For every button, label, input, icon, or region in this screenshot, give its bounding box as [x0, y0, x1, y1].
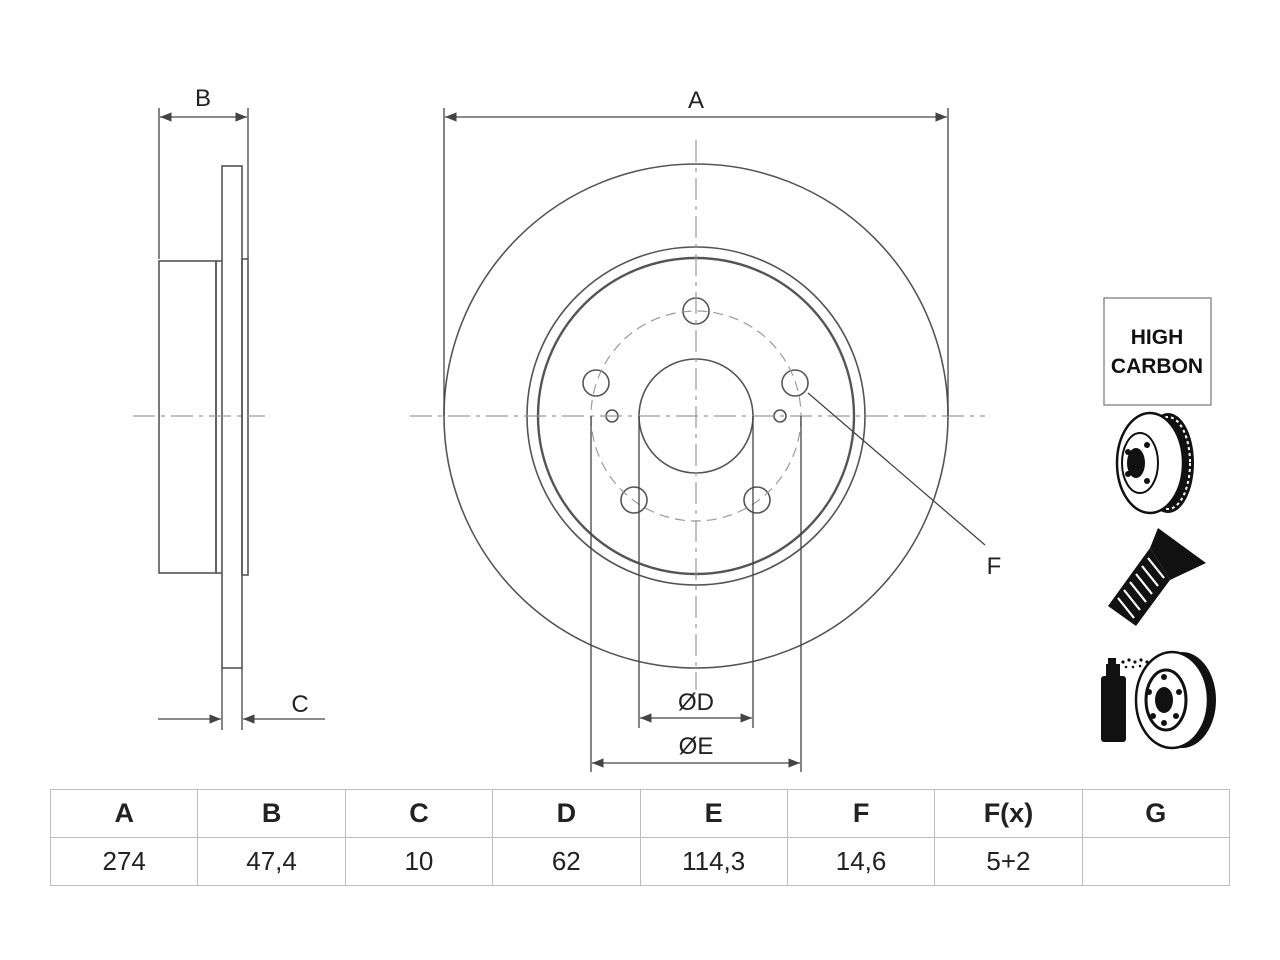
value-b: 47,4 — [197, 837, 346, 886]
header-a: A — [49, 789, 199, 838]
value-c: 10 — [344, 837, 494, 886]
disc-side-view — [133, 165, 265, 669]
coated-disc-spray-icon — [1101, 650, 1216, 750]
header-b: B — [197, 789, 346, 838]
spec-header-row: A B C D E F F(x) G — [49, 789, 1231, 838]
value-a: 274 — [49, 837, 199, 886]
high-carbon-badge: HIGH CARBON — [1103, 297, 1212, 406]
value-g — [1081, 837, 1231, 886]
vented-disc-icon — [1115, 411, 1194, 515]
dimension-c-label: C — [291, 691, 308, 718]
header-e: E — [639, 789, 788, 838]
header-c: C — [344, 789, 494, 838]
specification-table: A B C D E F F(x) G 274 47,4 10 62 114,3 … — [49, 789, 1231, 886]
dimension-b-label: B — [195, 85, 211, 112]
dimension-c — [158, 668, 325, 730]
spec-value-row: 274 47,4 10 62 114,3 14,6 5+2 — [49, 837, 1231, 886]
value-e: 114,3 — [639, 837, 788, 886]
header-g: G — [1081, 789, 1231, 838]
value-f: 14,6 — [786, 837, 936, 886]
screw-icon — [1108, 528, 1206, 626]
dimension-e — [590, 416, 802, 772]
high-carbon-line1: HIGH — [1131, 326, 1184, 349]
value-d: 62 — [492, 837, 641, 886]
dimension-f-leader — [807, 392, 986, 546]
dimension-f-label: F — [987, 553, 1002, 580]
header-f: F — [786, 789, 936, 838]
value-fx: 5+2 — [934, 837, 1083, 886]
dimension-b — [158, 108, 249, 259]
front-view-centerlines — [410, 140, 985, 690]
dimension-a — [443, 108, 949, 416]
dimension-a-label: A — [688, 87, 704, 114]
high-carbon-line2: CARBON — [1111, 355, 1203, 378]
dimension-d — [638, 416, 754, 728]
header-fx: F(x) — [934, 789, 1083, 838]
dimension-e-label: ØE — [679, 733, 714, 760]
header-d: D — [492, 789, 641, 838]
dimension-d-label: ØD — [678, 689, 714, 716]
